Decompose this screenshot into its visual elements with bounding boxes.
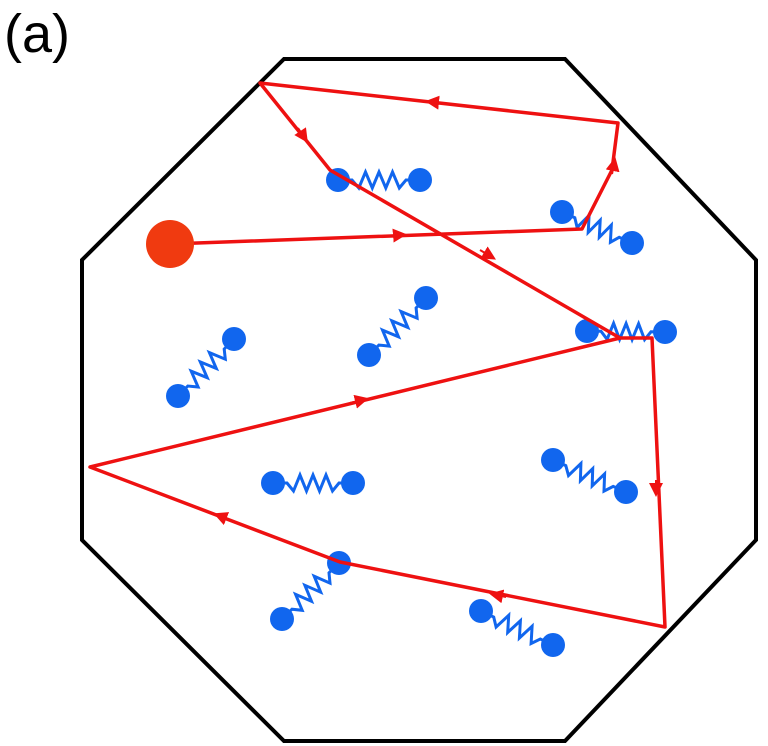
dimer xyxy=(166,327,246,408)
dimer-atom xyxy=(541,448,565,472)
dimer-spring xyxy=(176,337,236,398)
arrowhead-icon xyxy=(479,246,497,260)
dimer-atom xyxy=(575,319,599,343)
dimer-atom xyxy=(550,200,574,224)
dimer-spring xyxy=(367,296,428,357)
octagon-boundary xyxy=(80,57,758,743)
dimer-atom xyxy=(166,384,190,408)
dimer-spring xyxy=(273,471,353,495)
dimer xyxy=(357,286,438,367)
dimer-spring xyxy=(480,609,554,647)
dimer xyxy=(469,599,565,657)
dimer-atom xyxy=(653,320,677,344)
dimer xyxy=(326,168,432,192)
dimer-atom xyxy=(620,231,644,255)
arrowhead-icon xyxy=(349,394,369,409)
dimer-spring xyxy=(561,210,633,245)
dimer-atom xyxy=(341,471,365,495)
direction-arrows xyxy=(213,95,663,604)
trajectory xyxy=(88,81,667,629)
dimer-atom xyxy=(222,327,246,351)
dimer-atom xyxy=(261,471,285,495)
dimer-atom xyxy=(408,168,432,192)
dimer-spring xyxy=(280,561,341,621)
arrowhead-icon xyxy=(294,127,308,143)
dimer-atom xyxy=(326,168,350,192)
dimer-group xyxy=(166,168,677,657)
dimer-atom xyxy=(414,286,438,310)
arrowhead-icon xyxy=(425,95,443,110)
dimer xyxy=(541,448,638,504)
dimer-atom xyxy=(614,480,638,504)
arrowhead-icon xyxy=(213,512,231,526)
arrowhead-icon xyxy=(605,157,620,175)
arrowhead-icon xyxy=(489,589,507,604)
arrowhead-icon xyxy=(387,228,407,243)
dimer-atom xyxy=(541,633,565,657)
dimer-atom xyxy=(270,607,294,631)
dimer xyxy=(261,471,365,495)
dimer-spring xyxy=(552,458,627,494)
trajectory-path xyxy=(88,81,667,629)
dimer-atom xyxy=(469,599,493,623)
dimer-atom xyxy=(357,343,381,367)
dimer xyxy=(575,319,677,344)
projectile-particle xyxy=(146,220,194,268)
dimer xyxy=(550,200,644,255)
panel-label: (a) xyxy=(4,4,70,64)
